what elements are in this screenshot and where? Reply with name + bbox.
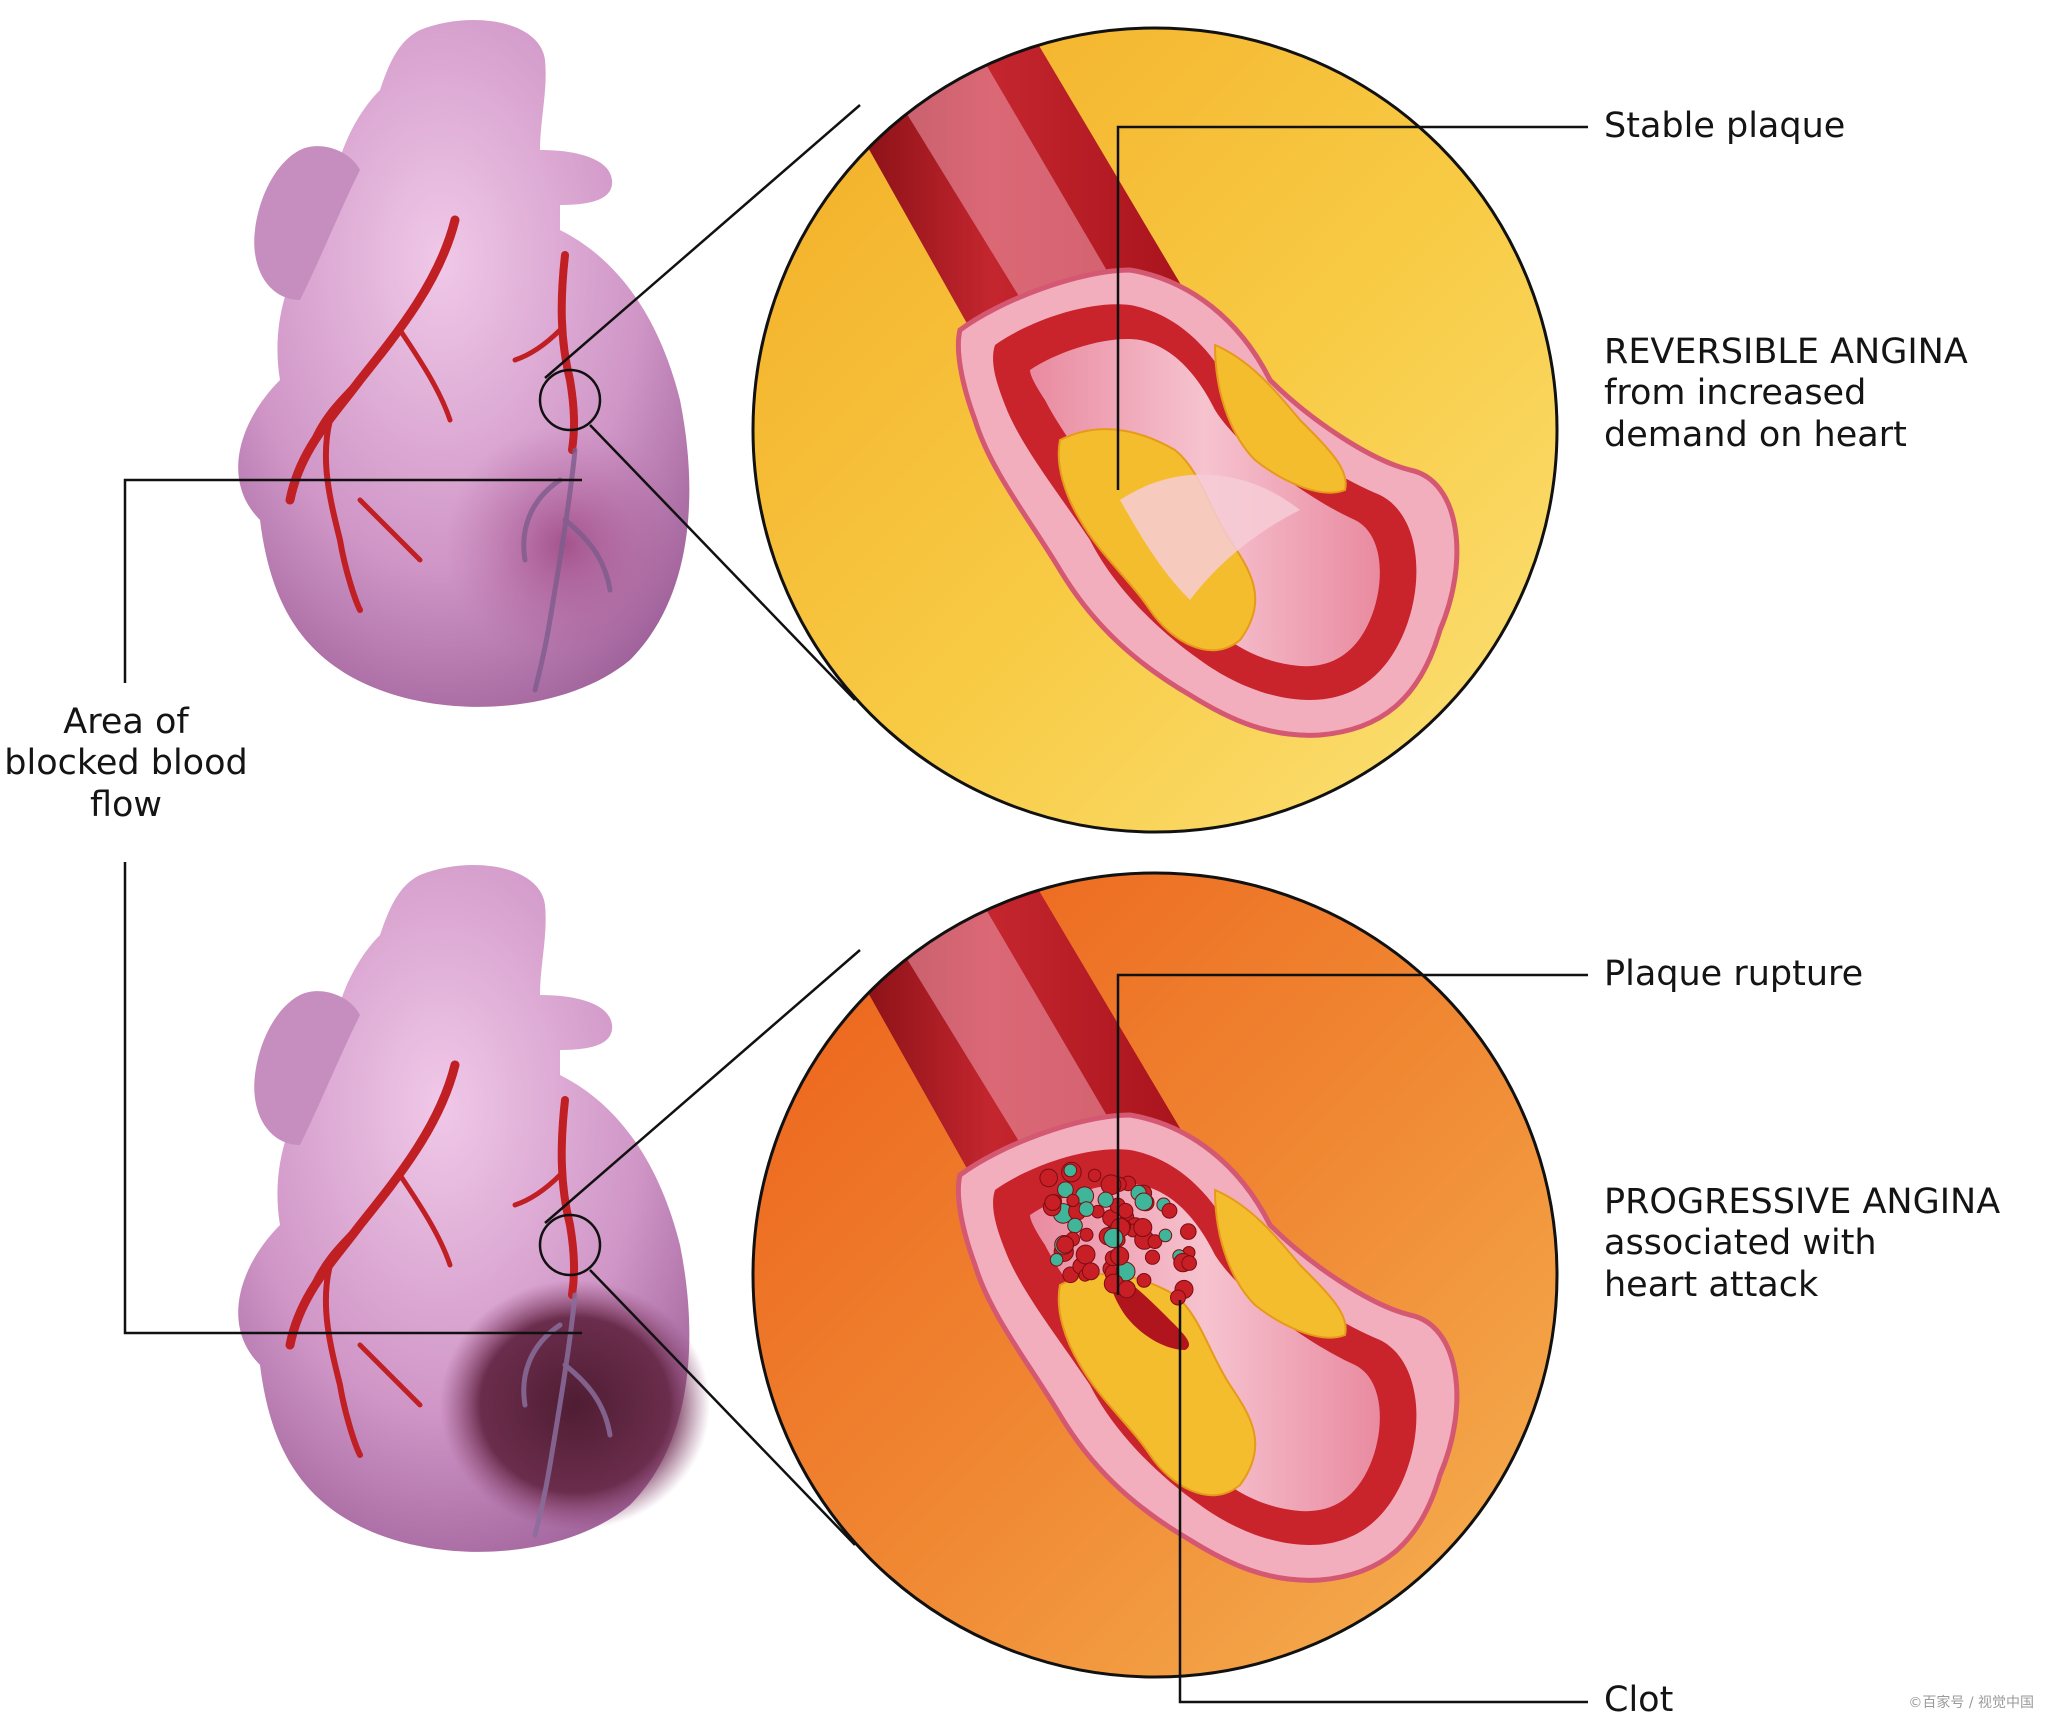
clot-cell: [1057, 1181, 1074, 1198]
top-stable-plaque-right: [1213, 343, 1347, 494]
heart-top-veins: [521, 447, 613, 693]
heart-top-infarct: [445, 425, 685, 665]
clot-cell: [1133, 1218, 1153, 1237]
plaque-rupture-label: Plaque rupture: [1604, 954, 1863, 995]
clot-cell: [1079, 1227, 1094, 1242]
heart-top-arteries: [285, 215, 579, 613]
clot-cell: [1117, 1202, 1134, 1219]
blocked-flow-label: Area of blocked blood flow: [0, 702, 252, 826]
heart-top-zoom-marker: [538, 368, 602, 432]
clot-cell: [1147, 1234, 1163, 1249]
reversible-angina-desc1: from increased: [1604, 373, 1867, 414]
clot-cell: [1180, 1223, 1197, 1240]
clot-label: Clot: [1604, 1680, 1673, 1721]
clot-cell: [1158, 1228, 1173, 1243]
clot-cell: [1117, 1280, 1136, 1299]
clot-text: Clot: [1604, 1680, 1674, 1720]
progressive-angina-block: PROGRESSIVE ANGINA associated with heart…: [1604, 1182, 2000, 1306]
clot-cell: [1081, 1262, 1100, 1281]
clot-cell: [1075, 1244, 1096, 1265]
clot-cell: [1110, 1246, 1130, 1266]
clot-cell: [1181, 1255, 1197, 1271]
clot-cell: [1134, 1192, 1154, 1211]
top-vessel-cross-section: [830, 28, 1460, 738]
bottom-zoom-circle-border: [751, 871, 1559, 1679]
stable-plaque-label: Stable plaque: [1604, 106, 1845, 147]
clot-cell: [1063, 1163, 1078, 1178]
heart-top-icon: [238, 20, 690, 707]
stable-plaque-text: Stable plaque: [1604, 106, 1846, 146]
clot-cell: [1044, 1194, 1062, 1211]
heart-bottom-infarct: [440, 1280, 710, 1530]
progressive-angina-heading: PROGRESSIVE ANGINA: [1604, 1182, 2001, 1222]
heart-bottom-arteries: [285, 1060, 579, 1458]
clot-cell: [1049, 1253, 1064, 1267]
progressive-angina-desc1: associated with: [1604, 1223, 1877, 1264]
heart-bottom-left-lobe: [254, 991, 360, 1145]
heart-bottom-icon: [238, 865, 710, 1552]
reversible-angina-block: REVERSIBLE ANGINA from increased demand …: [1604, 332, 1968, 456]
clot-cell: [1087, 1168, 1102, 1183]
clot-cell: [1078, 1201, 1095, 1217]
clot-cell: [1097, 1191, 1114, 1208]
reversible-angina-desc2: demand on heart: [1604, 414, 1907, 455]
clot-cell: [1136, 1273, 1152, 1288]
progressive-angina-desc2: heart attack: [1604, 1264, 1819, 1305]
blocked-flow-label-line3: flow: [89, 784, 163, 825]
clot-cell: [1103, 1227, 1124, 1249]
bottom-clot: [1039, 1161, 1197, 1306]
zoom-lines: [544, 104, 861, 1546]
clot-cell: [1039, 1168, 1058, 1188]
heart-bottom-zoom-marker: [538, 1213, 602, 1277]
blocked-flow-label-line2: blocked blood: [4, 743, 248, 784]
reversible-angina-heading: REVERSIBLE ANGINA: [1604, 332, 1968, 372]
heart-top-left-lobe: [254, 146, 360, 300]
bottom-plaque-right: [1213, 1188, 1347, 1339]
blocked-flow-bracket: [123, 478, 582, 1335]
plaque-rupture-text: Plaque rupture: [1604, 954, 1864, 994]
clot-cell: [1066, 1193, 1080, 1208]
top-zoom-circle-border: [751, 26, 1559, 834]
clot-cell: [1056, 1235, 1074, 1254]
clot-cell: [1161, 1202, 1178, 1219]
clot-cell: [1144, 1249, 1161, 1265]
clot-cell: [1170, 1289, 1186, 1306]
watermark: ©百家号 / 视觉中国: [1908, 1695, 2034, 1711]
clot-cell: [1067, 1217, 1083, 1234]
callout-leaders: [1116, 125, 1588, 1704]
blocked-flow-label-line1: Area of: [63, 702, 189, 742]
